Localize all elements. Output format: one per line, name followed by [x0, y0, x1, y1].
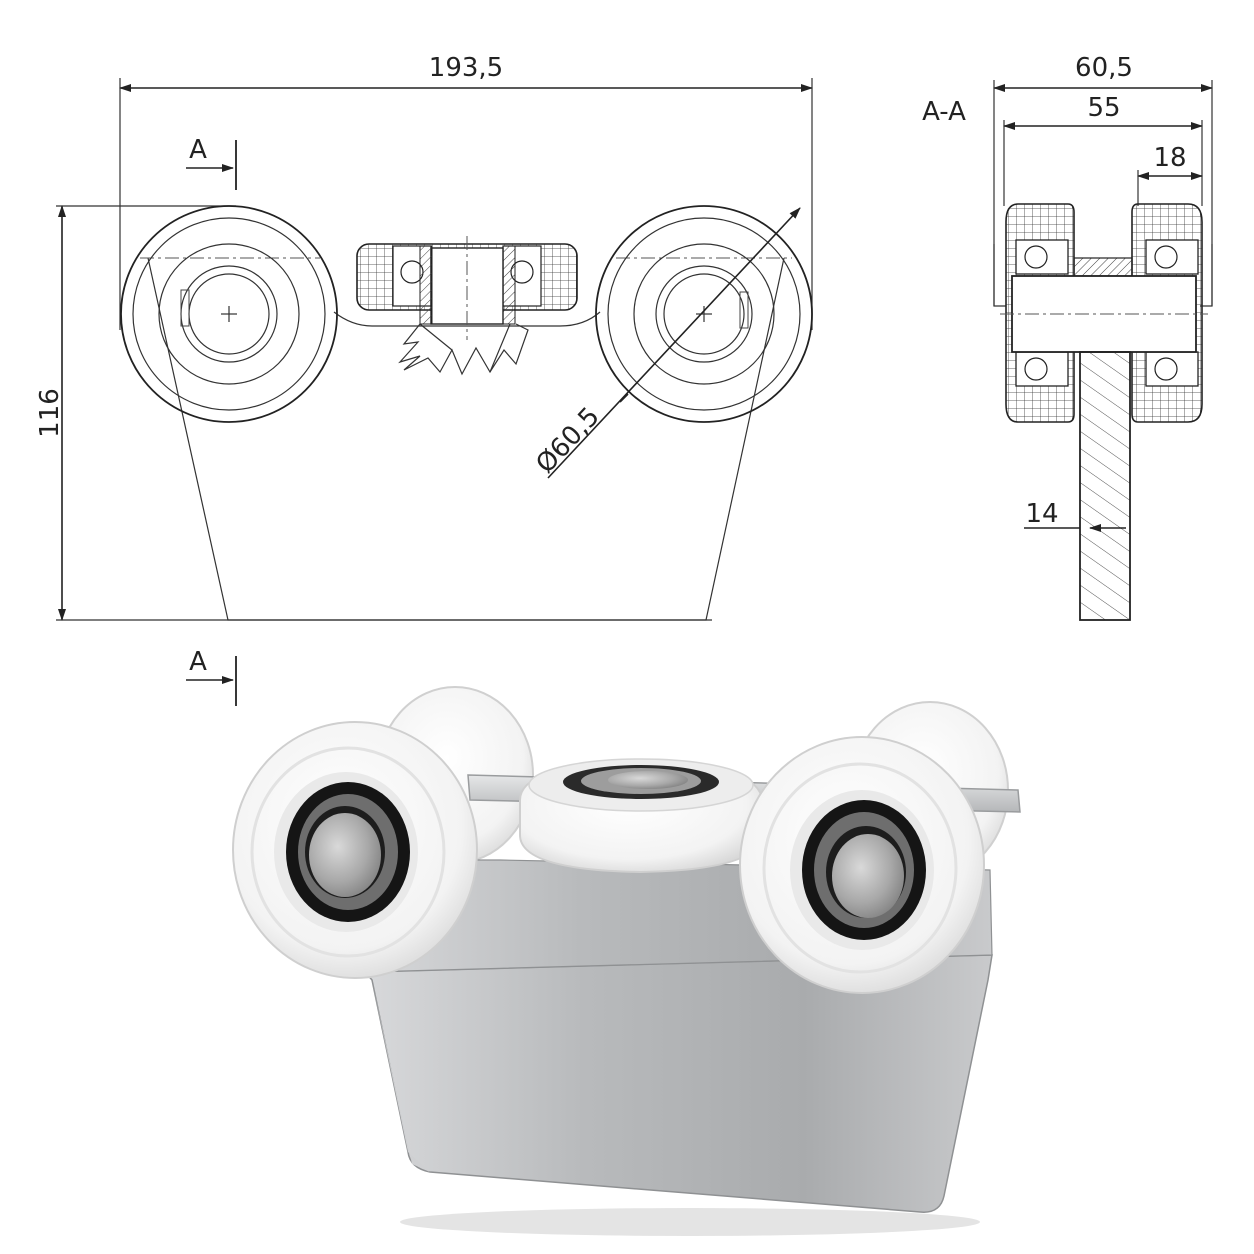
- right-axle-cap: [832, 834, 904, 918]
- width-dimension-label: 193,5: [429, 53, 503, 83]
- plate-thickness-label: 14: [1025, 499, 1058, 529]
- left-wheel-front: [120, 205, 338, 423]
- front-view: 193,5 116 A A: [35, 53, 813, 706]
- left-axle-cap: [309, 813, 381, 897]
- bracket-body: [363, 954, 993, 1213]
- right-wheel-front: [595, 205, 813, 423]
- section-plate: [1079, 351, 1131, 621]
- section-title: A-A: [922, 97, 966, 127]
- diameter-dimension-line: [547, 207, 801, 479]
- section-view: A-A 60,5 55 18: [922, 53, 1213, 621]
- product-photo: [232, 686, 1021, 1236]
- bracket-web: [333, 311, 601, 327]
- center-guide-roller: [519, 758, 763, 874]
- height-dimension-label: 116: [35, 388, 65, 438]
- front-right-wheel: [739, 736, 985, 994]
- section-wheel-width-label: 55: [1087, 93, 1120, 123]
- bracket-outline: [147, 257, 785, 621]
- section-marker-top-label: A: [189, 135, 207, 165]
- diameter-dimension-label: Ø60,5: [530, 402, 605, 480]
- section-marker-bottom-label: A: [189, 647, 207, 677]
- front-left-wheel: [232, 721, 478, 979]
- diameter-dimension-tick: [619, 393, 629, 403]
- section-offset-label: 18: [1153, 143, 1186, 173]
- center-roller-section: [356, 236, 578, 376]
- section-width-label: 60,5: [1075, 53, 1133, 83]
